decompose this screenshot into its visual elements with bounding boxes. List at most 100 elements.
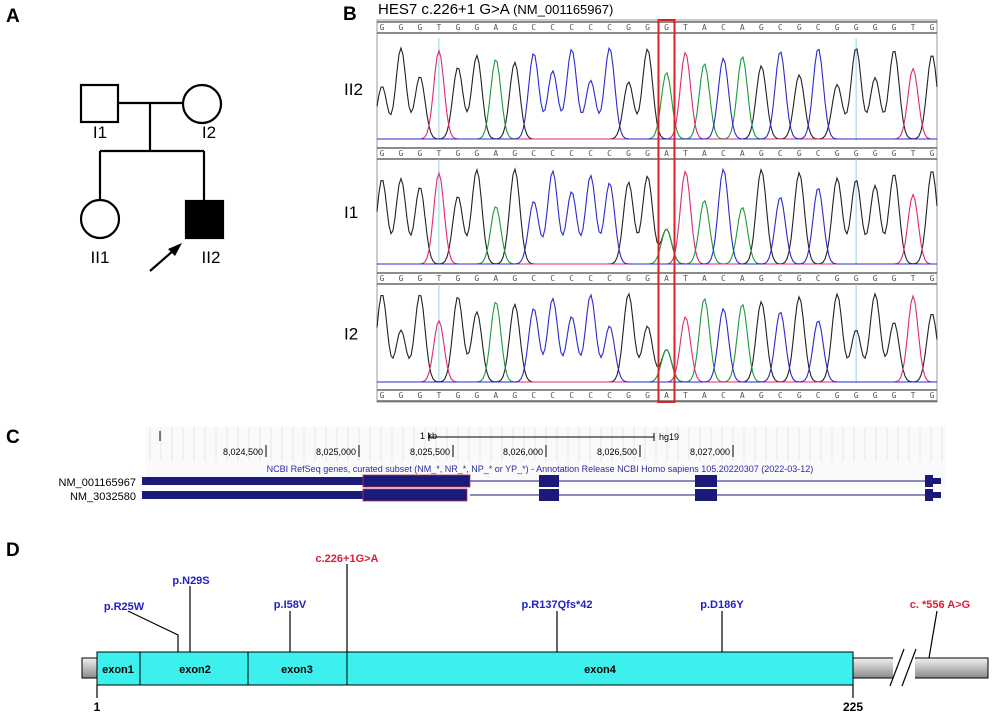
sample-seq-base: G <box>626 149 631 158</box>
sample-seq-base: T <box>911 274 916 283</box>
reference-seq-base: G <box>797 23 802 32</box>
sample-seq-base: T <box>911 391 916 400</box>
reference-seq-base: G <box>664 23 669 32</box>
reference-seq-base: A <box>493 23 498 32</box>
ruler-tick-label: 8,025,500 <box>410 447 450 457</box>
sample-seq-base: G <box>380 274 385 283</box>
sample-seq-base: G <box>892 391 897 400</box>
sample-seq-base: T <box>683 149 688 158</box>
reference-seq-base: C <box>588 23 593 32</box>
utr-block <box>142 477 364 485</box>
sample-seq-base: G <box>418 274 423 283</box>
panel-label-b: B <box>343 4 357 25</box>
ruler-tick-label: 8,025,000 <box>316 447 356 457</box>
sample-seq-base: A <box>493 391 498 400</box>
sample-seq-base: C <box>778 149 783 158</box>
sample-seq-base: G <box>418 391 423 400</box>
variant-label-r25w: p.R25W <box>104 601 145 613</box>
sample-seq-base: C <box>778 391 783 400</box>
reference-seq-base: G <box>474 23 479 32</box>
trace-g <box>376 46 938 140</box>
sample-seq-base: A <box>664 149 669 158</box>
sample-seq-base: G <box>759 149 764 158</box>
reference-seq-base: T <box>911 23 916 32</box>
sample-seq-base: G <box>626 391 631 400</box>
chromatogram-gene-variant: HES7 c.226+1 G>A <box>378 1 509 18</box>
ruler-tick-label: 8,026,000 <box>503 447 543 457</box>
sample-seq-base: G <box>455 391 460 400</box>
chromatogram-sample-label: I2 <box>344 325 358 344</box>
variant-label-i58v: p.I58V <box>274 599 307 611</box>
sample-seq-base: G <box>399 149 404 158</box>
sample-seq-base: C <box>588 391 593 400</box>
sample-seq-base: C <box>607 391 612 400</box>
reference-seq-base: C <box>531 23 536 32</box>
sample-seq-base: A <box>702 391 707 400</box>
sample-seq-base: G <box>399 274 404 283</box>
three-prime-flank <box>852 657 989 679</box>
sample-seq-base: G <box>512 274 517 283</box>
sample-seq-base: C <box>816 274 821 283</box>
reference-seq-base: G <box>892 23 897 32</box>
sample-seq-base: G <box>512 149 517 158</box>
reference-seq-base: A <box>702 23 707 32</box>
start-position-label: 1 <box>94 700 101 714</box>
sample-seq-base: A <box>740 391 745 400</box>
sample-seq-base: C <box>531 149 536 158</box>
sample-seq-base: G <box>892 149 897 158</box>
sample-seq-base: G <box>474 391 479 400</box>
reference-seq-base: C <box>778 23 783 32</box>
variant-leader-r25w <box>127 610 179 652</box>
reference-seq-base: C <box>569 23 574 32</box>
variant-label-d186y: p.D186Y <box>700 599 744 611</box>
sample-seq-base: A <box>740 274 745 283</box>
sample-seq-base: T <box>436 391 441 400</box>
five-prime-flank <box>81 657 98 679</box>
sample-seq-base: C <box>607 149 612 158</box>
reference-seq-base: G <box>626 23 631 32</box>
sample-seq-base: C <box>569 274 574 283</box>
sample-seq-base: C <box>721 274 726 283</box>
sample-seq-base: G <box>930 391 935 400</box>
transcript-label-1: NM_001165967 <box>59 477 136 489</box>
trace-c <box>377 167 937 265</box>
reference-seq-base: G <box>645 23 650 32</box>
reference-seq-base: G <box>930 23 935 32</box>
reference-seq-base: G <box>455 23 460 32</box>
reference-seq-base: G <box>854 23 859 32</box>
variant-leader-utr <box>928 610 938 659</box>
variant-label-r137qfs: p.R137Qfs*42 <box>522 599 593 611</box>
sample-seq-base: G <box>930 149 935 158</box>
sample-seq-base: A <box>664 391 669 400</box>
sample-seq-base: G <box>399 391 404 400</box>
reference-seq-base: C <box>550 23 555 32</box>
panel-label-c: C <box>6 427 20 448</box>
trace-g <box>376 291 938 383</box>
variant-highlight-box <box>657 19 676 403</box>
sample-seq-base: A <box>664 274 669 283</box>
sample-seq-base: G <box>380 149 385 158</box>
sample-seq-base: G <box>835 274 840 283</box>
sample-seq-base: A <box>740 149 745 158</box>
exon-label-1: exon1 <box>102 664 134 676</box>
pedigree-female-i2 <box>181 83 223 125</box>
panel-label-d: D <box>6 540 20 561</box>
reference-seq-base: C <box>607 23 612 32</box>
utr-block <box>933 478 941 484</box>
sample-seq-base: C <box>721 149 726 158</box>
reference-seq-base: G <box>759 23 764 32</box>
sample-seq-base: G <box>797 391 802 400</box>
reference-seq-base: T <box>436 23 441 32</box>
pedigree-label-ii1: II1 <box>91 248 110 267</box>
sample-seq-base: C <box>550 391 555 400</box>
sample-seq-base: C <box>588 274 593 283</box>
sample-seq-base: G <box>645 391 650 400</box>
chromatogram-sample-label: II2 <box>344 80 363 99</box>
ruler-tick-label: 8,027,000 <box>690 447 730 457</box>
exon-block <box>925 475 933 487</box>
pedigree-male-ii2-affected <box>184 199 225 240</box>
chromatogram-sample-label: I1 <box>344 203 358 222</box>
sample-seq-base: C <box>569 391 574 400</box>
assembly-label: hg19 <box>659 432 679 442</box>
proband-arrow-head <box>168 243 182 256</box>
